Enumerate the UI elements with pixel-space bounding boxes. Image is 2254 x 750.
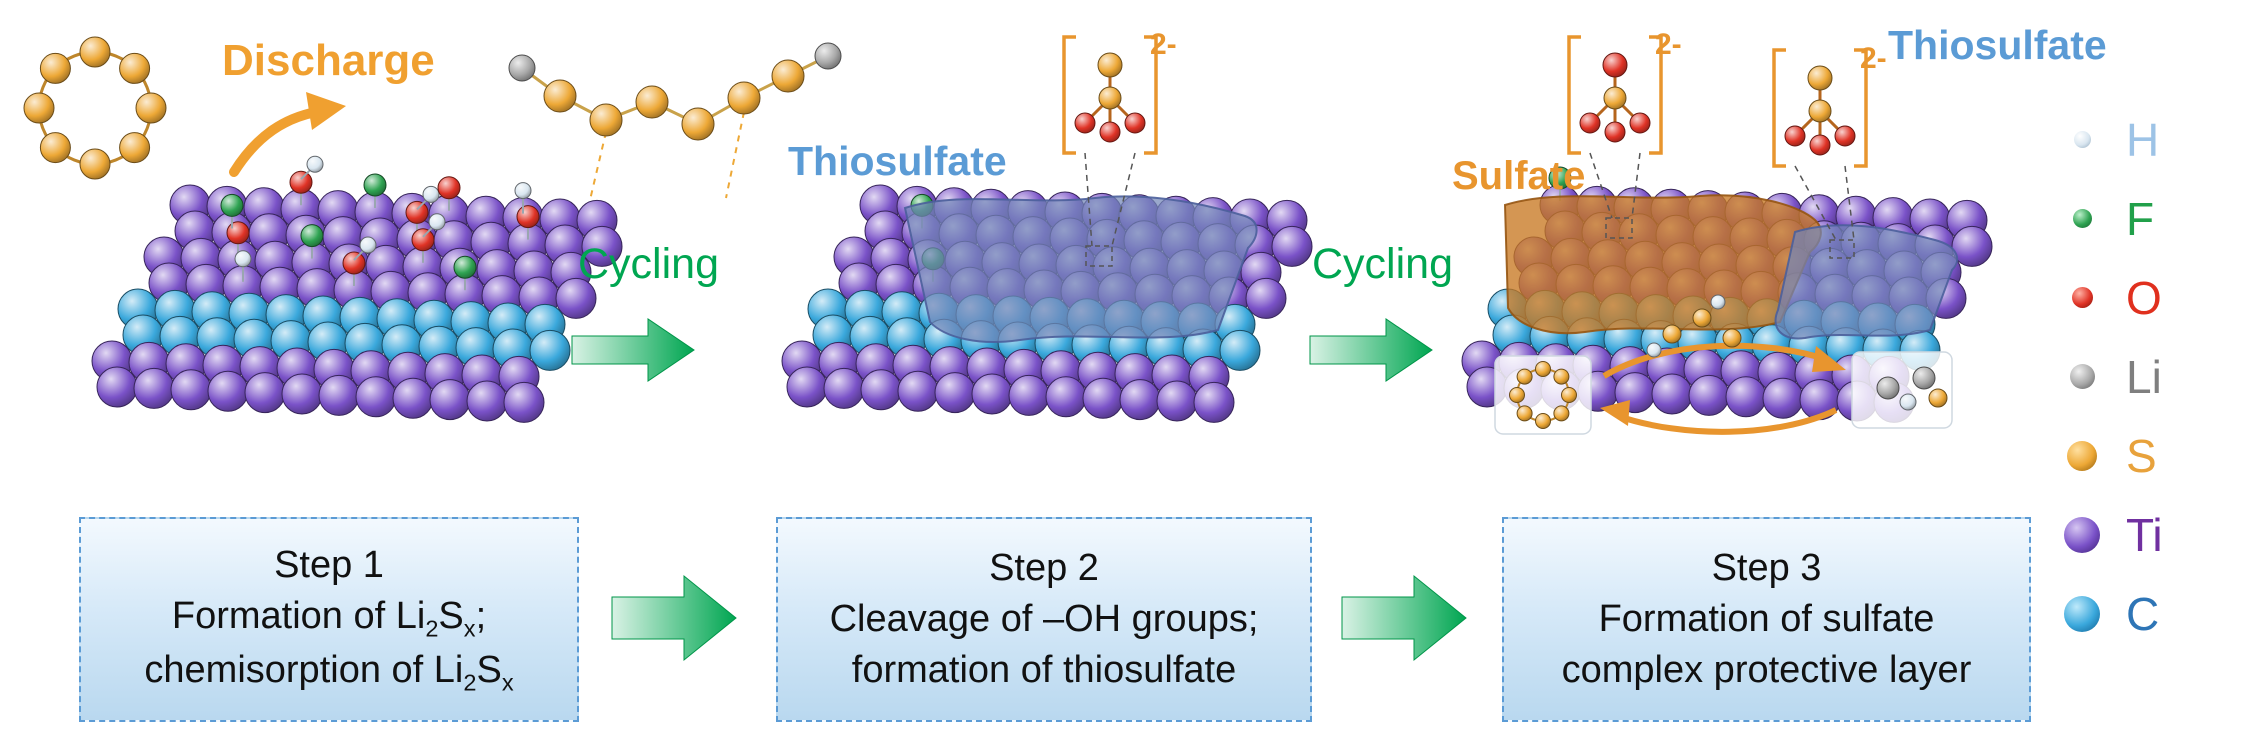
step2-box: Step 2 Cleavage of –OH groups; formation…	[776, 517, 1312, 722]
thiosulfate-label-panel3: Thiosulfate	[1888, 22, 2107, 68]
legend-swatch-wrap	[2062, 595, 2102, 632]
cycling-arrow-2	[1309, 318, 1433, 382]
legend-label-s: S	[2126, 429, 2157, 482]
s-atom-swatch	[2067, 440, 2097, 471]
li2sx-chain	[508, 42, 842, 201]
legend-item-c: C	[2062, 574, 2163, 653]
f-atom-swatch	[2072, 209, 2092, 228]
step1-title: Step 1	[274, 543, 384, 586]
step1-line3-sub2: x	[501, 669, 514, 696]
lattice-panel1	[91, 155, 623, 423]
legend: H F O Li S Ti C	[2062, 100, 2163, 653]
legend-swatch-wrap	[2062, 131, 2102, 148]
ion-connector-panel2	[1084, 152, 1136, 267]
step1-line3: chemisorption of Li2Sx	[144, 645, 513, 699]
thiosulfate-sheet-panel2	[903, 195, 1258, 343]
legend-label-li: Li	[2126, 350, 2162, 403]
legend-item-s: S	[2062, 416, 2163, 495]
discharge-label: Discharge	[222, 36, 435, 85]
cycling-label-1: Cycling	[578, 240, 719, 288]
step2-line3: formation of thiosulfate	[851, 648, 1237, 691]
legend-swatch-wrap	[2062, 440, 2102, 471]
step3-title: Step 3	[1711, 547, 1822, 590]
step1-line2-text2: S	[438, 594, 464, 637]
step1-box: Step 1 Formation of Li2Sx; chemisorption…	[79, 517, 579, 722]
sulfate-ion-panel3	[1567, 35, 1663, 155]
sulfate-sheet-panel3	[1503, 194, 1822, 335]
li-atom-swatch	[2069, 364, 2095, 389]
sulfate-label-panel3: Sulfate	[1452, 154, 1586, 198]
sulfate-ion-charge-panel3: 2-	[1655, 28, 1682, 61]
legend-swatch-wrap	[2062, 364, 2102, 389]
step1-line2-sub1: 2	[425, 615, 439, 642]
thiosulfate-ion-panel2	[1062, 35, 1158, 155]
legend-item-f: F	[2062, 179, 2163, 258]
legend-item-o: O	[2062, 258, 2163, 337]
cycling-arrow-1	[571, 318, 695, 382]
step3-line2: Formation of sulfate	[1598, 598, 1935, 641]
s8-inset	[1494, 355, 1592, 435]
legend-item-ti: Ti	[2062, 495, 2163, 574]
step3-box: Step 3 Formation of sulfate complex prot…	[1502, 517, 2031, 722]
step1-line2-text: Formation of Li	[171, 594, 426, 637]
legend-label-h: H	[2126, 113, 2160, 166]
li2s-inset	[1851, 351, 1953, 429]
scattered-atoms-panel3	[1646, 294, 1742, 358]
step1-line3-text: chemisorption of Li	[144, 648, 464, 691]
thiosulfate-ion-panel3	[1772, 48, 1868, 168]
step1-line3-sub1: 2	[463, 669, 477, 696]
cycling-label-2: Cycling	[1312, 240, 1453, 288]
legend-label-f: F	[2126, 192, 2155, 245]
legend-item-li: Li	[2062, 337, 2163, 416]
step1-line2-sub2: x	[463, 615, 476, 642]
h-atom-swatch	[2073, 131, 2091, 148]
legend-label-ti: Ti	[2126, 508, 2163, 561]
o-atom-swatch	[2071, 287, 2093, 308]
legend-swatch-wrap	[2062, 287, 2102, 308]
conversion-arrows	[1600, 342, 1846, 435]
thiosulfate-label-panel2: Thiosulfate	[788, 138, 1007, 184]
step3-line3: complex protective layer	[1561, 648, 1972, 691]
legend-label-o: O	[2126, 271, 2162, 324]
step1-line3-text2: S	[476, 648, 502, 691]
legend-swatch-wrap	[2062, 209, 2102, 228]
s8-ring	[23, 36, 167, 180]
step-arrow-2	[1341, 574, 1467, 662]
thiosulfate-ion-charge-panel2: 2-	[1150, 28, 1177, 61]
discharge-arrow	[229, 92, 346, 177]
ti-atom-swatch	[2064, 516, 2100, 553]
thiosulfate-sheet-panel3	[1774, 224, 1959, 340]
step1-line2-text3: ;	[475, 594, 487, 637]
step2-title: Step 2	[989, 547, 1099, 590]
c-atom-swatch	[2064, 595, 2100, 632]
step2-line2: Cleavage of –OH groups;	[829, 598, 1259, 641]
legend-item-h: H	[2062, 100, 2163, 179]
legend-label-c: C	[2126, 587, 2160, 640]
step-arrow-1	[611, 574, 737, 662]
step1-line2: Formation of Li2Sx;	[172, 591, 486, 645]
legend-swatch-wrap	[2062, 516, 2102, 553]
ion-connectors-panel3	[1589, 152, 1855, 259]
thiosulfate-ion-charge-panel3: 2-	[1860, 42, 1887, 75]
